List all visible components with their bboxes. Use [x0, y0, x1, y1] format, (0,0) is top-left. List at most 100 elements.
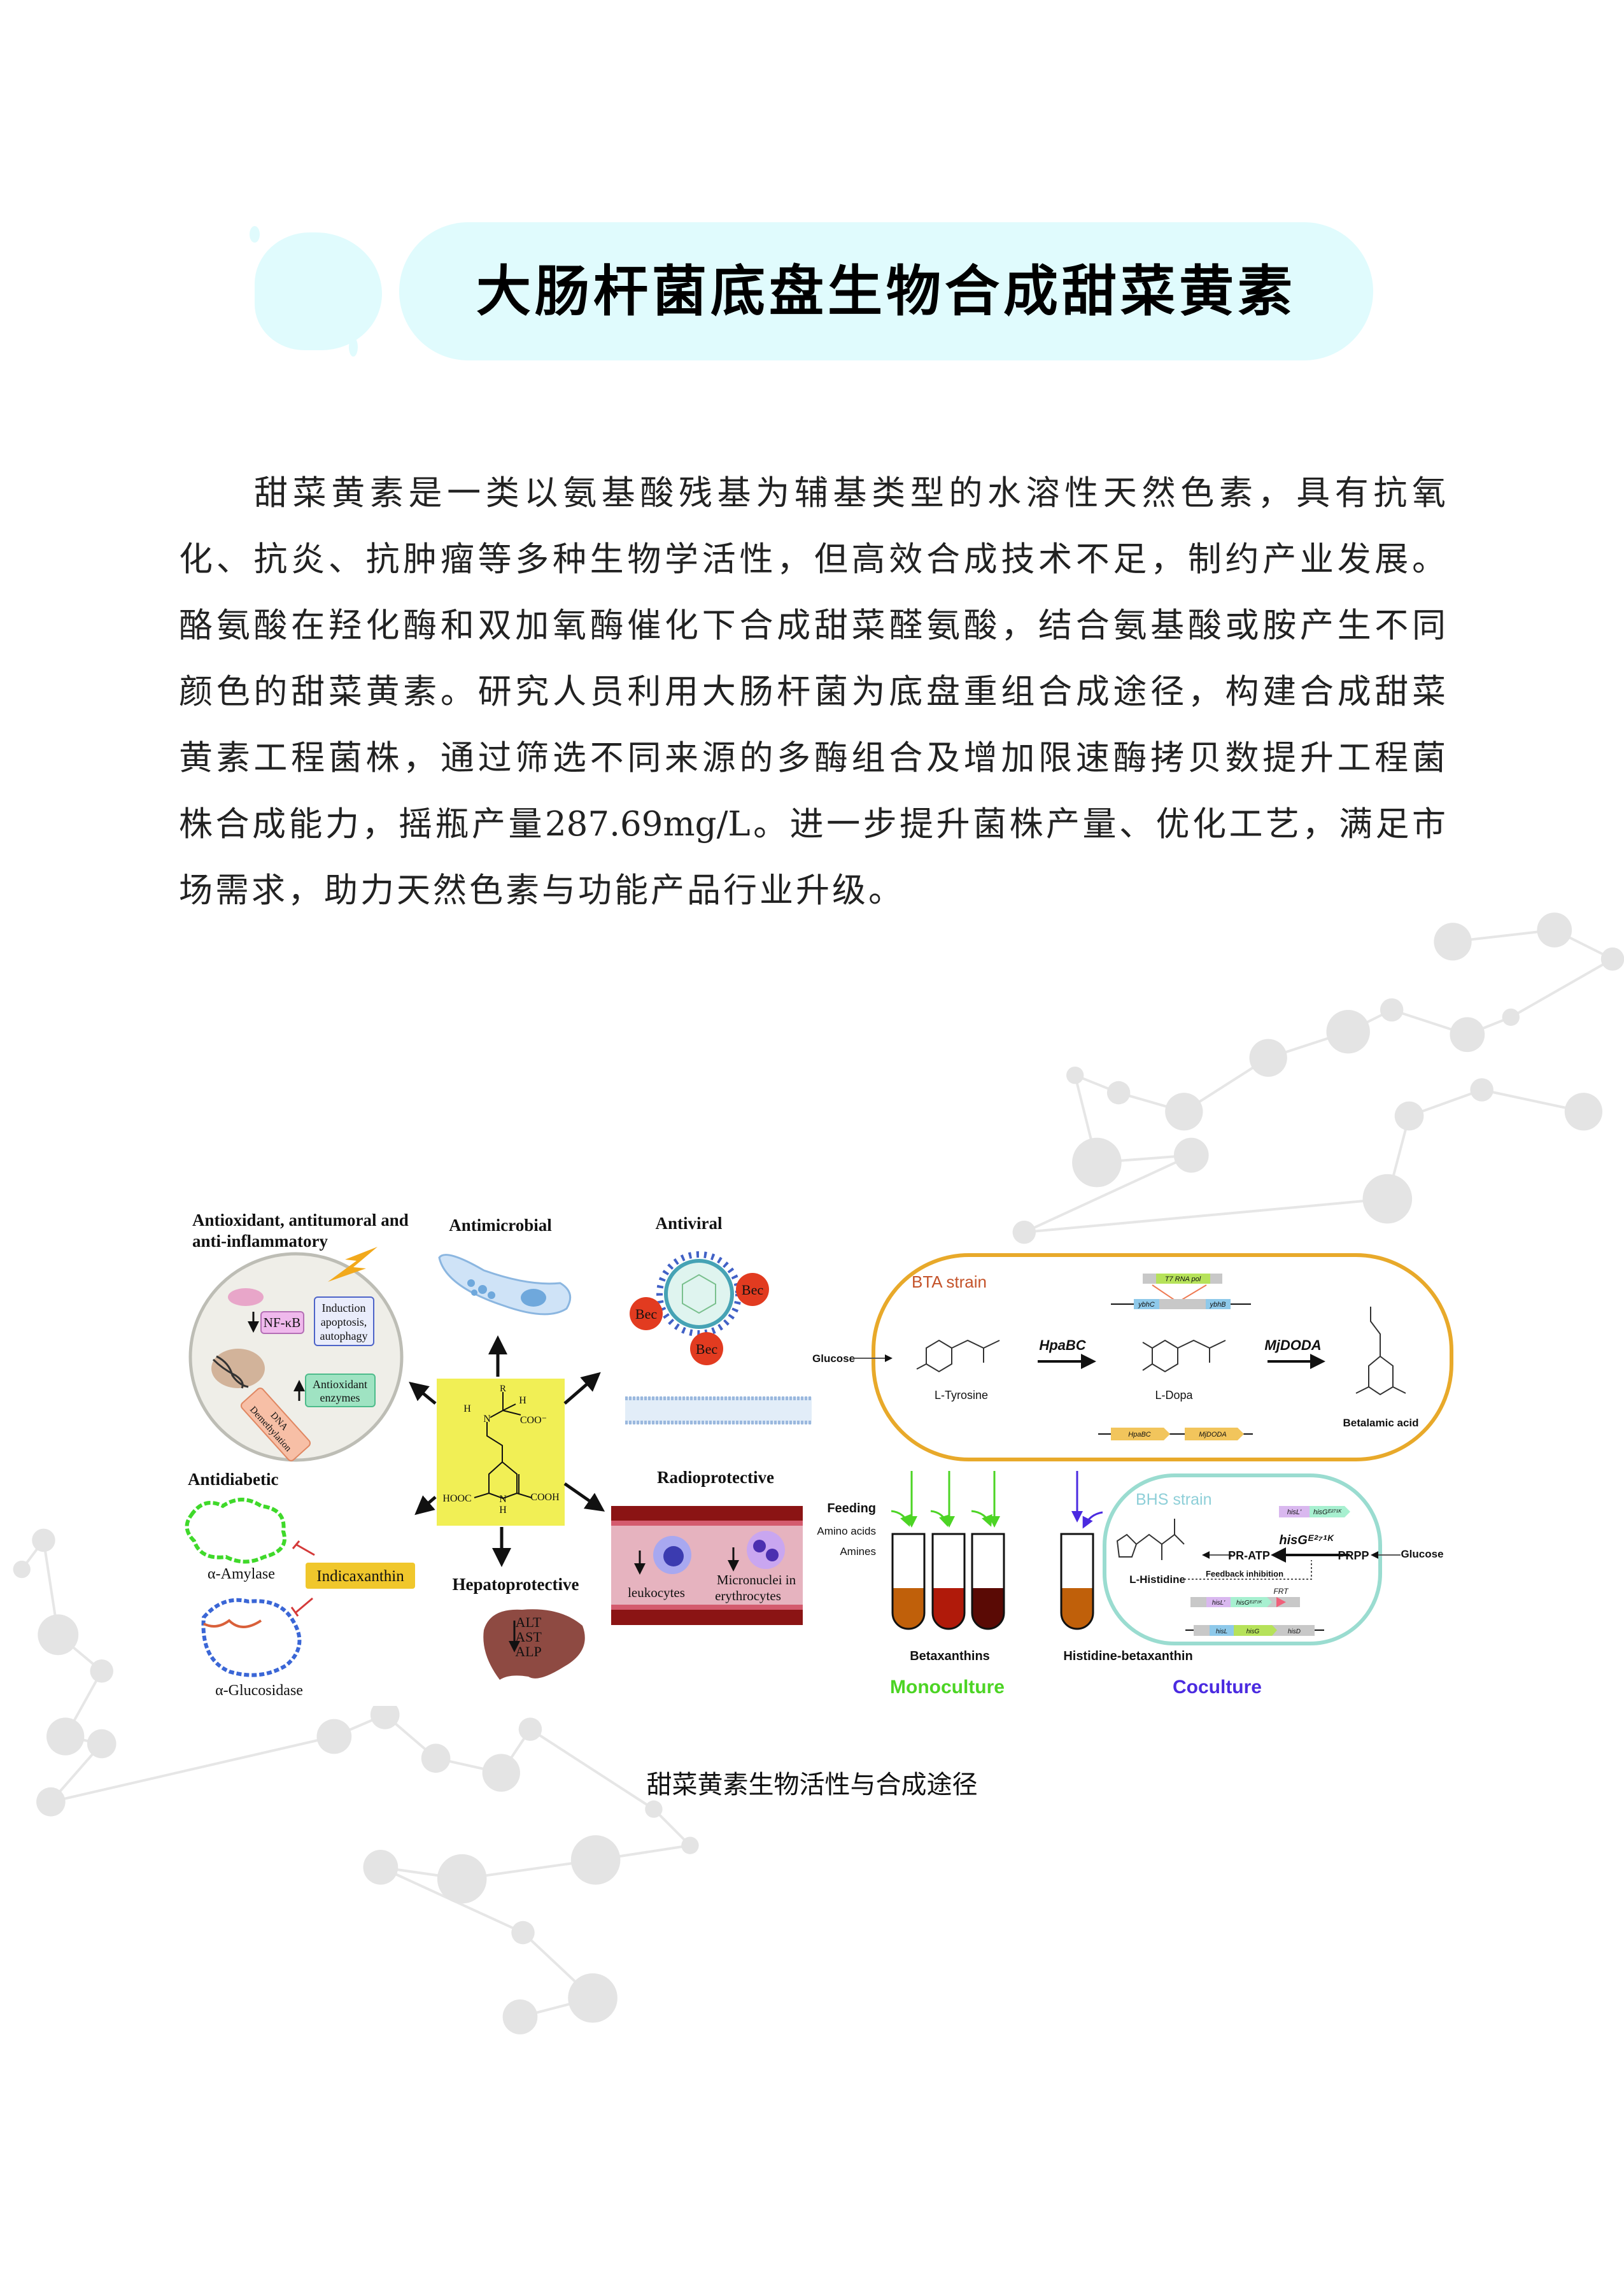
betalamic-acid-structure [1355, 1307, 1406, 1396]
label-coculture: Coculture [1173, 1677, 1262, 1698]
network-node [482, 1754, 520, 1792]
label-bec: Bec [696, 1341, 717, 1357]
culture-tube [1060, 1533, 1094, 1630]
hpabc-gene [1111, 1428, 1170, 1440]
network-node [1600, 947, 1624, 971]
tube-liquid [1061, 1588, 1093, 1629]
tube-liquid [972, 1588, 1004, 1629]
label-antidiabetic: Antidiabetic [188, 1470, 279, 1489]
mol-cooh: COOH [530, 1492, 560, 1503]
label-leukocytes: leukocytes [628, 1585, 685, 1600]
label-betalamic-acid: Betalamic acid [1343, 1417, 1418, 1429]
label-antioxidant: Antioxidant, antitumoral and [192, 1210, 409, 1230]
page-title: 大肠杆菌底盘生物合成甜菜黄素 [476, 259, 1296, 323]
network-node [1537, 912, 1572, 948]
network-node [502, 1999, 538, 2034]
label-monoculture: Monoculture [890, 1677, 1005, 1698]
label-betaxanthins: Betaxanthins [910, 1649, 990, 1663]
network-node [1012, 1220, 1036, 1244]
network-node [1106, 1081, 1131, 1105]
bta-strain-cell [872, 1253, 1453, 1461]
liver-icon [483, 1609, 585, 1680]
label-autophagy: autophagy [320, 1330, 368, 1342]
label-antimicrobial: Antimicrobial [449, 1216, 552, 1235]
network-bond [1510, 958, 1614, 1019]
network-bond [1023, 1154, 1192, 1233]
label-ast: AST [515, 1629, 542, 1645]
label-feedback-inhibition: Feedback inhibition [1206, 1569, 1283, 1579]
mol-r: R [500, 1384, 506, 1394]
label-induction: Induction [322, 1302, 366, 1314]
network-node [1249, 1039, 1287, 1077]
label-enzymes: enzymes [320, 1391, 360, 1404]
body-line: 酪氨酸在羟化酶和双加氧酶催化下合成甜菜醛氨酸，结合氨基酸或胺产生不同 [179, 606, 1446, 645]
network-node [316, 1719, 352, 1754]
network-node [363, 1849, 399, 1885]
network-bond [529, 1728, 654, 1810]
label-hisg-cassette: hisGᴱ²⁷¹ᴷ [1236, 1600, 1263, 1607]
glucosidase-protein-icon [201, 1598, 302, 1677]
network-bond [1024, 1197, 1388, 1234]
network-node [1362, 1174, 1413, 1224]
culture-tubes [891, 1533, 1094, 1630]
network-node [38, 1614, 79, 1656]
body-line: 颜色的甜菜黄素。研究人员利用大肠杆菌为底盘重组合成途径，构建合成甜菜 [179, 672, 1446, 711]
label-ybhb: ybhB [1209, 1301, 1225, 1309]
label-glucose-bhs: Glucose [1401, 1548, 1443, 1560]
label-hepatoprotective: Hepatoprotective [453, 1575, 579, 1594]
body-line: 甜菜黄素是一类以氨基酸残基为辅基类型的水溶性天然色素，具有抗氧 [254, 474, 1446, 513]
culture-tube [971, 1533, 1005, 1630]
network-node [1066, 1066, 1084, 1084]
body-line: 株合成能力，摇瓶产量287.69mg/L。进一步提升菌株产量、优化工艺，满足市 [179, 805, 1446, 844]
histidine-structure [1116, 1519, 1185, 1560]
label-amino-acids: Amino acids [817, 1525, 876, 1537]
network-node [421, 1743, 451, 1773]
network-node [1380, 998, 1404, 1022]
lightning-icon [328, 1247, 378, 1282]
induction-box [314, 1296, 374, 1346]
network-node [518, 1717, 542, 1741]
title-decor-blob [255, 232, 382, 350]
betaxanthin-structure-box [437, 1379, 565, 1526]
label-antiviral: Antiviral [656, 1214, 723, 1233]
network-node [1173, 1137, 1209, 1173]
activity-arrows [409, 1335, 605, 1567]
amylase-protein-icon [185, 1498, 286, 1564]
mol-h: H [499, 1505, 507, 1516]
figure-caption: 甜菜黄素生物活性与合成途径 [646, 1770, 978, 1800]
label-mjdoda: MjDODA [1264, 1337, 1321, 1353]
label-pr-atp: PR-ATP [1228, 1549, 1270, 1562]
label-bec: Bec [742, 1282, 763, 1298]
culture-tube [931, 1533, 966, 1630]
cell-membrane-icon [625, 1396, 812, 1424]
label-feeding: Feeding [827, 1502, 876, 1516]
label-l-histidine: L-Histidine [1129, 1573, 1185, 1586]
label-hisg-enzyme: hisGᴱ²⁷¹ᴷ [1279, 1533, 1334, 1547]
label-t7: T7 RNA pol [1165, 1275, 1201, 1283]
title-decor-dot [349, 337, 358, 357]
label-amylase: α-Amylase [208, 1566, 275, 1582]
label-prpp: PRPP [1338, 1549, 1369, 1562]
network-node [1564, 1093, 1603, 1131]
network-node [1326, 1009, 1370, 1054]
mol-n: N [483, 1414, 491, 1424]
dopa-structure [1142, 1339, 1226, 1373]
label-hpabc: HpaBC [1039, 1337, 1086, 1353]
betaxanthin-structure [474, 1392, 532, 1500]
dna-demethylation-box [240, 1388, 311, 1461]
frt-site-icon [1276, 1597, 1286, 1607]
mol-h: H [463, 1403, 471, 1414]
label-ybhc: ybhC [1138, 1301, 1155, 1309]
label-histidine-betaxanthin: Histidine-betaxanthin [1063, 1649, 1192, 1663]
label-hisg-mut: hisGᴱ²⁷¹ᴷ [1313, 1509, 1342, 1516]
tube-liquid [933, 1588, 964, 1629]
label-bec: Bec [635, 1306, 657, 1322]
network-node [370, 1700, 400, 1729]
network-node [1394, 1101, 1424, 1131]
network-node [1165, 1093, 1203, 1131]
mol-hooc: HOOC [442, 1493, 471, 1504]
inhibition-icon [290, 1540, 315, 1617]
body-line: 黄素工程菌株，通过筛选不同来源的多酶组合及增加限速酶拷贝数提升工程菌 [179, 739, 1446, 777]
